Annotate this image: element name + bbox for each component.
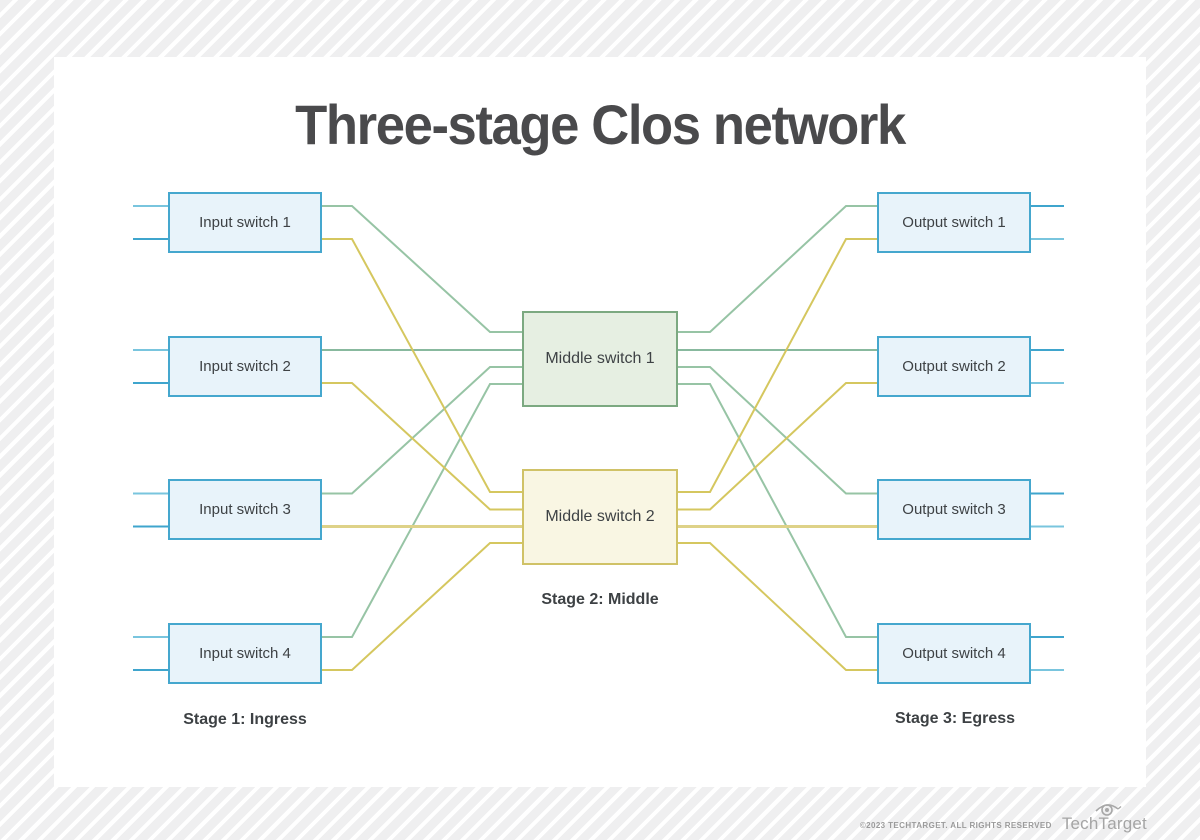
output-switch-1-label: Output switch 1: [902, 214, 1006, 231]
output-switch-4-label: Output switch 4: [902, 645, 1006, 662]
techtarget-logo: TechTarget: [1062, 800, 1147, 834]
output-switch-2-node: Output switch 2: [877, 336, 1031, 397]
techtarget-wordmark: TechTarget: [1061, 814, 1147, 833]
output-switch-3-node: Output switch 3: [877, 479, 1031, 540]
input-switch-2-label: Input switch 2: [199, 358, 291, 375]
output-switch-3-label: Output switch 3: [902, 501, 1006, 518]
output-switch-1-node: Output switch 1: [877, 192, 1031, 253]
input-switch-1-label: Input switch 1: [199, 214, 291, 231]
middle-switch-2-label: Middle switch 2: [545, 508, 655, 525]
copyright-text: ©2023 TECHTARGET. ALL RIGHTS RESERVED: [859, 821, 1052, 830]
input-switch-3-label: Input switch 3: [199, 501, 291, 518]
output-switch-4-node: Output switch 4: [877, 623, 1031, 684]
footer: ©2023 TECHTARGET. ALL RIGHTS RESERVED Te…: [860, 800, 1147, 834]
input-switch-2-node: Input switch 2: [168, 336, 322, 397]
page-title: Three-stage Clos network: [295, 93, 906, 156]
stage-1-ingress-label: Stage 1: Ingress: [183, 711, 307, 728]
middle-switch-2-node: Middle switch 2: [522, 469, 678, 565]
input-switch-1-node: Input switch 1: [168, 192, 322, 253]
input-switch-4-label: Input switch 4: [199, 645, 291, 662]
techtarget-eye-icon: [1095, 804, 1122, 816]
middle-switch-1-label: Middle switch 1: [545, 350, 655, 367]
middle-switch-1-node: Middle switch 1: [522, 311, 678, 407]
input-switch-3-node: Input switch 3: [168, 479, 322, 540]
stage-2-middle-label: Stage 2: Middle: [541, 591, 659, 608]
input-switch-4-node: Input switch 4: [168, 623, 322, 684]
output-switch-2-label: Output switch 2: [902, 358, 1006, 375]
stage-3-egress-label: Stage 3: Egress: [894, 710, 1016, 727]
